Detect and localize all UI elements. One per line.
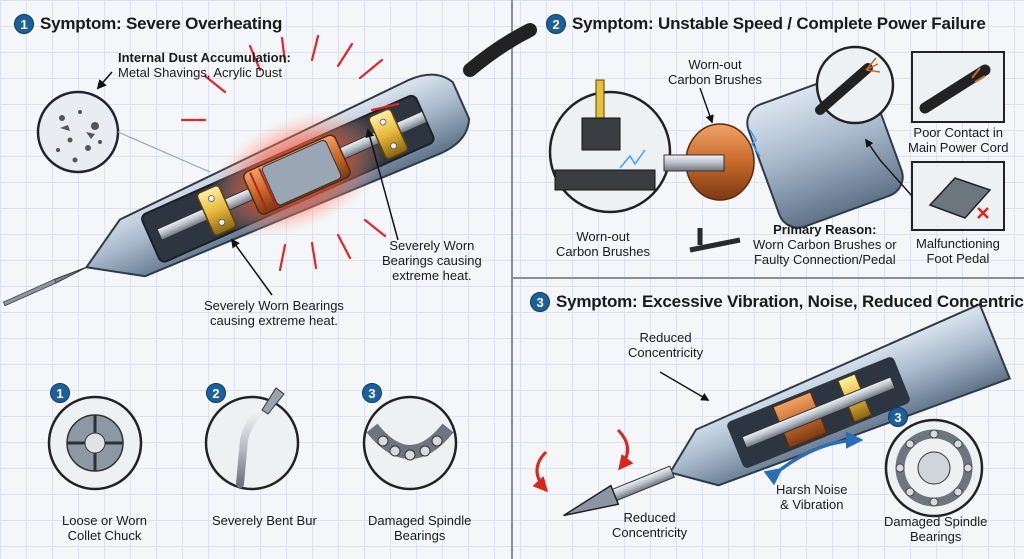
bearing-bottom-label: Severely Worn Bearings causing extreme h… <box>204 298 344 328</box>
part2-label-line: Severely Bent Bur <box>212 513 317 528</box>
brushes-left-label: Worn-out Carbon Brushes <box>556 229 650 259</box>
part2-badge: 2 <box>206 383 226 403</box>
part3-label: Damaged Spindle Bearings <box>368 513 471 543</box>
panel1-title: 1 Symptom: Severe Overheating <box>14 14 282 34</box>
bearings-line: Bearings <box>910 529 962 544</box>
noise-line: Harsh Noise <box>776 482 848 497</box>
panel3-title-text: Symptom: Excessive Vibration, Noise, Red… <box>556 292 1024 311</box>
reason-line: Worn Carbon Brushes or <box>753 237 897 252</box>
vertical-divider <box>511 0 513 559</box>
dust-label: Internal Dust Accumulation: Metal Shavin… <box>118 50 291 80</box>
primary-reason: Primary Reason: Worn Carbon Brushes or F… <box>753 222 897 267</box>
bearings-line: Damaged Spindle <box>884 514 988 529</box>
brushes-top-line: Carbon Brushes <box>668 72 762 87</box>
power-failure-illustration <box>548 45 1005 253</box>
panel2-title-text: Symptom: Unstable Speed / Complete Power… <box>572 14 986 33</box>
brushes-top-label: Worn-out Carbon Brushes <box>668 57 762 87</box>
pedal-label: Malfunctioning Foot Pedal <box>916 236 1000 266</box>
bearing-right-line: Bearings causing <box>382 253 482 268</box>
cord-label: Poor Contact in Main Power Cord <box>908 125 1008 155</box>
part1-label-line: Collet Chuck <box>67 528 142 543</box>
conc-bottom-line: Reduced <box>623 510 676 525</box>
panel3-number-badge: 3 <box>530 292 550 312</box>
bearings-label: Damaged Spindle Bearings <box>884 514 987 544</box>
part1-label: Loose or Worn Collet Chuck <box>62 513 147 543</box>
part3-label-line: Damaged Spindle <box>368 513 472 528</box>
pedal-line: Foot Pedal <box>926 251 990 266</box>
cord-line: Poor Contact in <box>913 125 1004 140</box>
part3-badge: 3 <box>362 383 382 403</box>
bearing-right-line: Severely Worn <box>389 238 475 253</box>
conc-top-line: Concentricity <box>628 345 704 360</box>
part1-label-line: Loose or Worn <box>62 513 148 528</box>
brushes-left-line: Carbon Brushes <box>556 244 650 259</box>
brushes-top-line: Worn-out <box>688 57 742 72</box>
pedal-line: Malfunctioning <box>916 236 1000 251</box>
part-illustrations <box>47 387 458 491</box>
overheating-handpiece <box>2 23 537 307</box>
heat-rays <box>180 34 400 272</box>
reason-heading: Primary Reason: <box>773 222 877 237</box>
concentricity-top-label: Reduced Concentricity <box>628 330 703 360</box>
conc-top-line: Reduced <box>639 330 692 345</box>
panel1-title-text: Symptom: Severe Overheating <box>40 14 283 33</box>
bearing-bottom-line: causing extreme heat. <box>210 313 338 328</box>
bearing-right-label: Severely Worn Bearings causing extreme h… <box>382 238 482 283</box>
brushes-left-line: Worn-out <box>576 229 630 244</box>
panel2-title: 2 Symptom: Unstable Speed / Complete Pow… <box>546 14 986 34</box>
noise-label: Harsh Noise & Vibration <box>776 482 848 512</box>
noise-line: & Vibration <box>780 497 844 512</box>
panel1-number-badge: 1 <box>14 14 34 34</box>
part1-badge: 1 <box>50 383 70 403</box>
part3-label-line: Bearings <box>394 528 446 543</box>
bearings-badge: 3 <box>888 407 908 427</box>
dust-magnifier <box>36 90 120 174</box>
panel2-number-badge: 2 <box>546 14 566 34</box>
dust-text: Metal Shavings, Acrylic Dust <box>118 65 283 80</box>
dust-heading: Internal Dust Accumulation: <box>118 50 291 65</box>
part2-label: Severely Bent Bur <box>212 513 317 528</box>
bearing-bottom-line: Severely Worn Bearings <box>204 298 344 313</box>
horizontal-divider <box>512 277 1024 279</box>
vibration-illustration <box>532 302 1012 518</box>
concentricity-bottom-label: Reduced Concentricity <box>612 510 687 540</box>
panel3-title: 3 Symptom: Excessive Vibration, Noise, R… <box>530 292 1024 312</box>
reason-line: Faulty Connection/Pedal <box>753 252 896 267</box>
cord-line: Main Power Cord <box>908 140 1009 155</box>
conc-bottom-line: Concentricity <box>612 525 688 540</box>
bearing-right-line: extreme heat. <box>392 268 472 283</box>
